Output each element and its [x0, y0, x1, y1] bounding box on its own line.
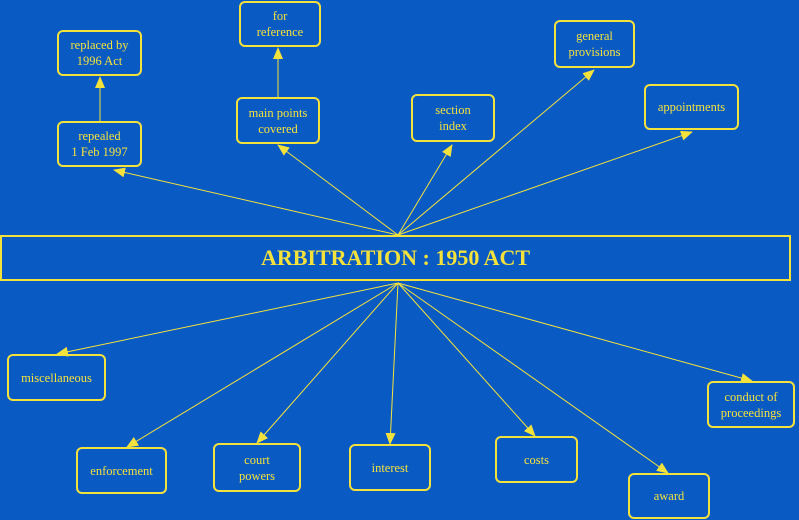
node-award[interactable]: award — [628, 473, 710, 519]
connector-conduct — [397, 282, 753, 383]
connector-main-points — [277, 144, 399, 236]
node-repealed[interactable]: repealed 1 Feb 1997 — [57, 121, 142, 167]
connector-court-powers — [256, 282, 399, 444]
node-general-provisions[interactable]: general provisions — [554, 20, 635, 68]
node-main-points-covered[interactable]: main points covered — [236, 97, 320, 144]
node-replaced-by-1996-act[interactable]: replaced by 1996 Act — [57, 30, 142, 76]
node-conduct-of-proceedings[interactable]: conduct of proceedings — [707, 381, 795, 428]
connector-award — [397, 282, 669, 474]
connector-general-provisions — [397, 69, 595, 236]
connector-appointments — [397, 130, 693, 236]
node-appointments[interactable]: appointments — [644, 84, 739, 130]
connector-section-index — [397, 144, 453, 236]
connector-costs — [397, 282, 536, 437]
connector-repealed — [113, 167, 399, 236]
node-interest[interactable]: interest — [349, 444, 431, 491]
central-title-node[interactable]: ARBITRATION : 1950 ACT — [0, 235, 791, 281]
connector-miscellaneous — [56, 282, 399, 357]
node-costs[interactable]: costs — [495, 436, 578, 483]
node-section-index[interactable]: section index — [411, 94, 495, 142]
node-for-reference[interactable]: for reference — [239, 1, 321, 47]
node-miscellaneous[interactable]: miscellaneous — [7, 354, 106, 401]
node-court-powers[interactable]: court powers — [213, 443, 301, 492]
connector-enforcement — [126, 282, 399, 448]
connector-interest — [385, 282, 399, 445]
node-enforcement[interactable]: enforcement — [76, 447, 167, 494]
